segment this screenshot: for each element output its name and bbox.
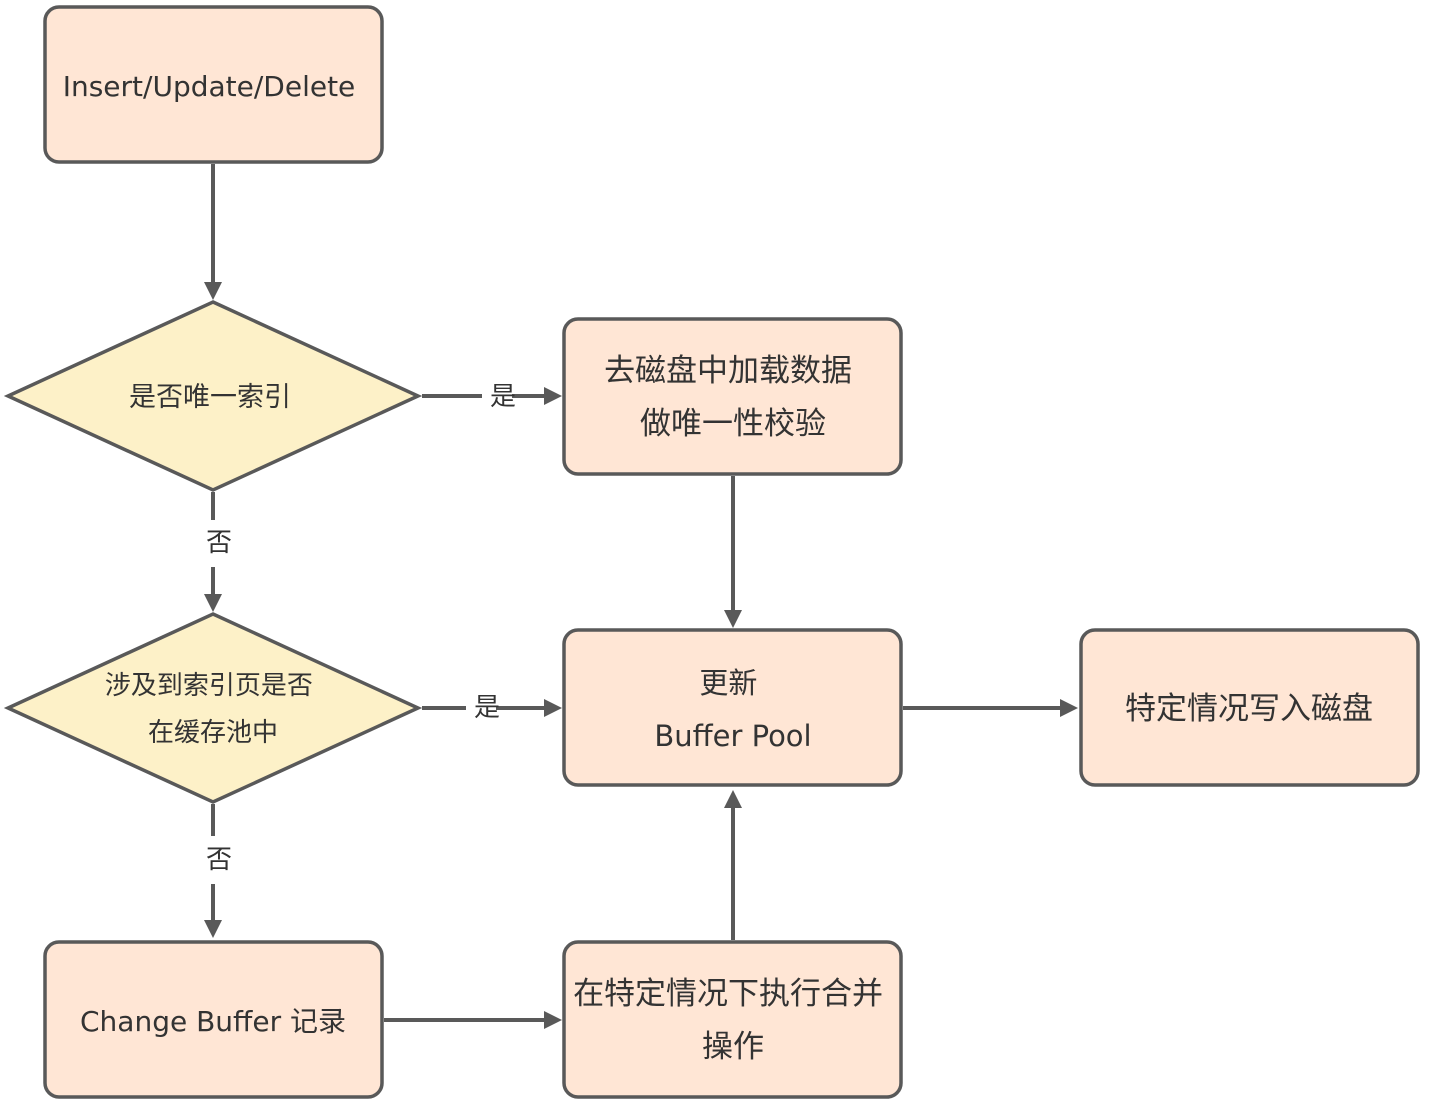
arrowhead: [544, 1011, 562, 1029]
node-is-unique: 是否唯一索引: [3, 300, 423, 492]
edge-label-unique-yes: 是: [490, 382, 516, 412]
node-write-disk-box: [1079, 628, 1420, 787]
arrowhead: [724, 790, 742, 808]
node-merge-line-1: 在特定情况下执行合并: [573, 976, 883, 1012]
node-load-check-line-1: 去磁盘中加载数据: [604, 353, 852, 389]
node-in-pool-line-2: 在缓存池中: [148, 718, 278, 748]
node-load-check-line-2: 做唯一性校验: [640, 406, 826, 442]
node-write-disk-line-1: 特定情况写入磁盘: [1125, 691, 1373, 727]
node-in-pool-line-1: 涉及到索引页是否: [105, 671, 313, 701]
node-update-pool-label: 更新 Buffer Pool: [654, 666, 811, 753]
node-start-box: [43, 5, 384, 164]
arrowhead: [204, 282, 222, 300]
node-is-unique-diamond: [3, 300, 423, 492]
node-load-check-box: [562, 317, 903, 476]
node-write-disk-label: 特定情况写入磁盘: [1125, 691, 1373, 727]
arrowhead: [204, 594, 222, 612]
edge-label-pool-yes: 是: [474, 693, 500, 723]
arrowhead: [544, 699, 562, 717]
node-merge-line-2: 操作: [702, 1029, 764, 1065]
arrowhead: [204, 920, 222, 938]
arrowhead: [1060, 699, 1078, 717]
edge-labels: 是 否 是 否: [206, 382, 516, 875]
node-change-buffer: Change Buffer 记录: [43, 940, 384, 1099]
node-load-check-label: 去磁盘中加载数据 做唯一性校验: [604, 353, 862, 442]
node-update-pool-line-1: 更新: [699, 666, 757, 700]
node-update-pool-box: [562, 628, 903, 787]
node-merge: 在特定情况下执行合并 操作: [562, 940, 903, 1099]
edge-label-unique-no: 否: [206, 528, 232, 558]
node-change-buffer-box: [43, 940, 384, 1099]
node-is-unique-line-1: 是否唯一索引: [129, 382, 291, 413]
node-in-pool-diamond: [3, 612, 423, 804]
edges: [204, 164, 1078, 1029]
node-change-buffer-line-1: Change Buffer 记录: [80, 1005, 346, 1038]
node-start-line-1: Insert/Update/Delete: [63, 70, 356, 103]
node-in-pool: 涉及到索引页是否 在缓存池中: [3, 612, 423, 804]
node-merge-label: 在特定情况下执行合并 操作: [573, 976, 893, 1065]
node-in-pool-label: 涉及到索引页是否 在缓存池中: [105, 671, 321, 748]
node-start-label: Insert/Update/Delete: [63, 70, 356, 103]
node-merge-box: [562, 940, 903, 1099]
nodes: Insert/Update/Delete 是否唯一索引 去磁盘中加载数据 做唯一…: [3, 5, 1420, 1099]
node-load-check: 去磁盘中加载数据 做唯一性校验: [562, 317, 903, 476]
arrowhead: [724, 610, 742, 628]
node-write-disk: 特定情况写入磁盘: [1079, 628, 1420, 787]
node-is-unique-label: 是否唯一索引: [129, 382, 291, 413]
node-change-buffer-label: Change Buffer 记录: [80, 1005, 346, 1038]
edge-label-pool-no: 否: [206, 845, 232, 875]
node-update-pool-line-2: Buffer Pool: [654, 719, 811, 753]
node-start: Insert/Update/Delete: [43, 5, 384, 164]
node-update-pool: 更新 Buffer Pool: [562, 628, 903, 787]
arrowhead: [544, 387, 562, 405]
